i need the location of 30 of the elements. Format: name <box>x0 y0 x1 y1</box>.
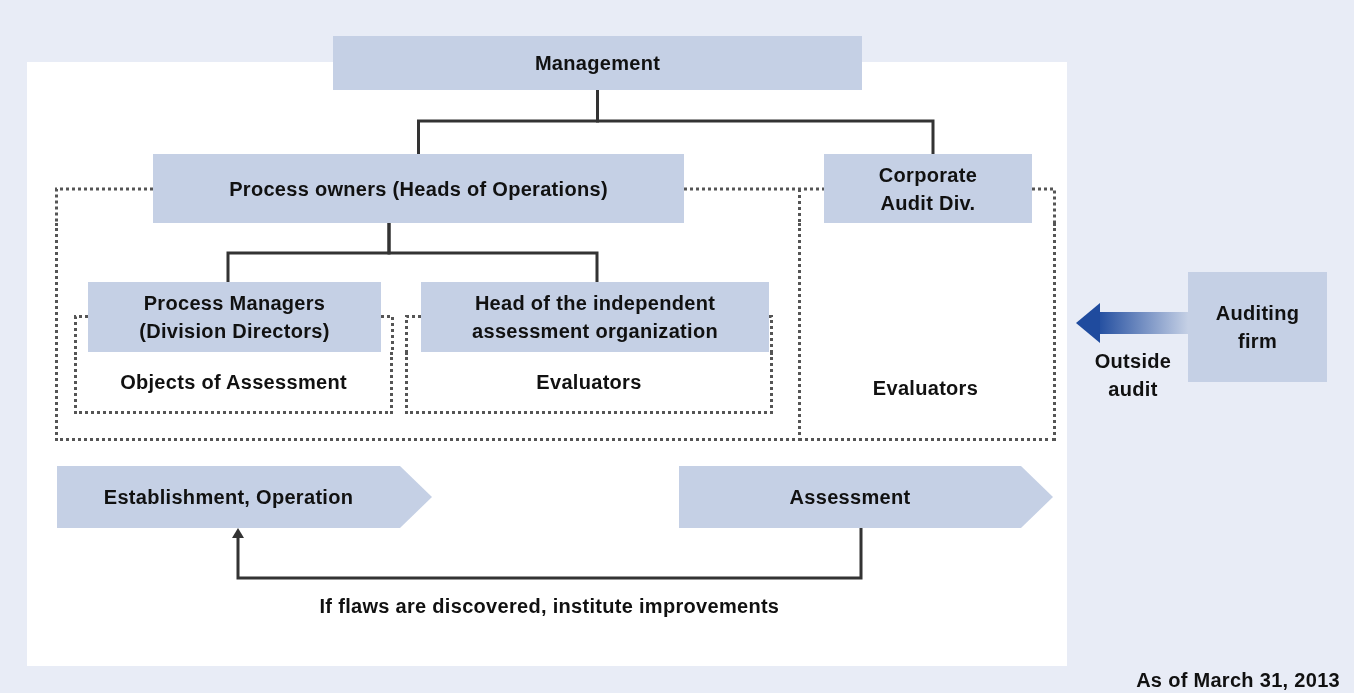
process-box <box>1188 272 1327 382</box>
node-label: Corporate Audit Div. <box>877 162 979 216</box>
node-label: Establishment, Operation <box>103 485 354 510</box>
block-arrow <box>1076 303 1188 343</box>
node-label: Process Managers (Division Directors) <box>138 291 331 344</box>
edge-label: Outside audit <box>1093 349 1173 402</box>
connector <box>596 90 935 154</box>
chevron-arrow <box>57 466 432 528</box>
group-frame <box>55 223 801 441</box>
node-label: Auditing firm <box>1214 301 1301 354</box>
node-label: Process owners (Heads of Operations) <box>229 176 608 202</box>
node-label: Management <box>534 51 661 76</box>
node-label: Evaluators <box>536 369 642 395</box>
node-label: Objects of Assessment <box>120 369 347 395</box>
process-box <box>153 154 684 223</box>
node-label: Evaluators <box>872 376 979 401</box>
connector <box>232 528 863 580</box>
node-label: Head of the independent assessment organization <box>471 291 719 344</box>
connector <box>387 223 599 282</box>
process-box <box>824 154 1032 223</box>
date-note: As of March 31, 2013 <box>1136 668 1340 693</box>
node-label: Assessment <box>789 485 911 510</box>
process-box <box>421 282 769 352</box>
process-box <box>88 282 381 352</box>
group-frame <box>405 352 773 414</box>
chevron-arrow <box>679 466 1053 528</box>
group-frame <box>798 223 1056 441</box>
management-box <box>333 36 862 90</box>
group-frame <box>74 352 393 414</box>
edge-label: If flaws are discovered, institute improvements <box>319 594 780 619</box>
